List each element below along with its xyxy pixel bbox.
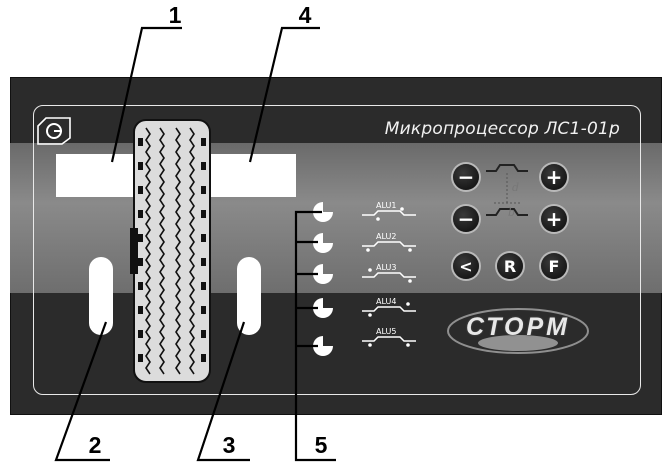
indicator-led-icon: [313, 264, 333, 284]
rim-profile-icon: ALU5: [362, 327, 416, 347]
callout-4: 4: [298, 2, 312, 28]
callout-3: 3: [222, 432, 236, 458]
indicator-led: [312, 232, 336, 254]
callout-2: 2: [88, 432, 102, 458]
alu-mode-3: ALU3: [358, 261, 420, 285]
rim-dimension-icon: [486, 164, 528, 216]
callout-5: 5: [314, 432, 328, 458]
increase-width-button[interactable]: +: [541, 206, 567, 232]
device-title: Микропроцессор ЛС1-01р: [384, 119, 620, 139]
diameter-label: d: [512, 181, 520, 194]
alu-mode-2: ALU2: [358, 230, 420, 254]
indicator-led-icon: [313, 233, 333, 253]
alu-label: ALU2: [376, 232, 396, 241]
indicator-led-icon: [313, 298, 333, 318]
alu-mode-5: ALU5: [358, 325, 420, 349]
callout-1: 1: [168, 2, 182, 28]
brand-emblem: СТОРМ: [444, 305, 592, 357]
display-slot-right: [237, 257, 261, 335]
indicator-led-icon: [313, 336, 333, 356]
width-label: b: [508, 206, 516, 219]
reset-button[interactable]: R: [497, 253, 523, 279]
function-button[interactable]: F: [541, 253, 567, 279]
decrease-diameter-button[interactable]: −: [453, 164, 479, 190]
wheel-tire-icon: [130, 119, 211, 383]
indicator-led: [312, 201, 336, 223]
decrease-width-button[interactable]: −: [453, 206, 479, 232]
rim-profile-icon: ALU4: [362, 297, 416, 317]
indicator-led: [312, 263, 336, 285]
gost-logo-icon: [37, 117, 71, 145]
alu-label: ALU5: [376, 327, 396, 336]
increase-diameter-button[interactable]: +: [541, 164, 567, 190]
alu-label: ALU4: [376, 297, 396, 306]
display-right: [202, 154, 296, 197]
indicator-led: [312, 297, 336, 319]
alu-mode-4: ALU4: [358, 295, 420, 319]
display-slot-left: [89, 257, 113, 335]
rim-profile-icon: ALU2: [362, 232, 416, 252]
indicator-led-icon: [313, 202, 333, 222]
alu-label: ALU1: [376, 201, 396, 210]
panel-frame: [33, 105, 641, 395]
alu-mode-1: ALU1: [358, 199, 420, 223]
rim-profile-icon: ALU1: [362, 201, 416, 221]
brand-name: СТОРМ: [466, 313, 570, 341]
back-button[interactable]: <: [453, 253, 479, 279]
indicator-led: [312, 335, 336, 357]
alu-label: ALU3: [376, 263, 396, 272]
rim-profile-icon: ALU3: [362, 263, 416, 283]
brand-emblem-icon: [447, 308, 589, 354]
